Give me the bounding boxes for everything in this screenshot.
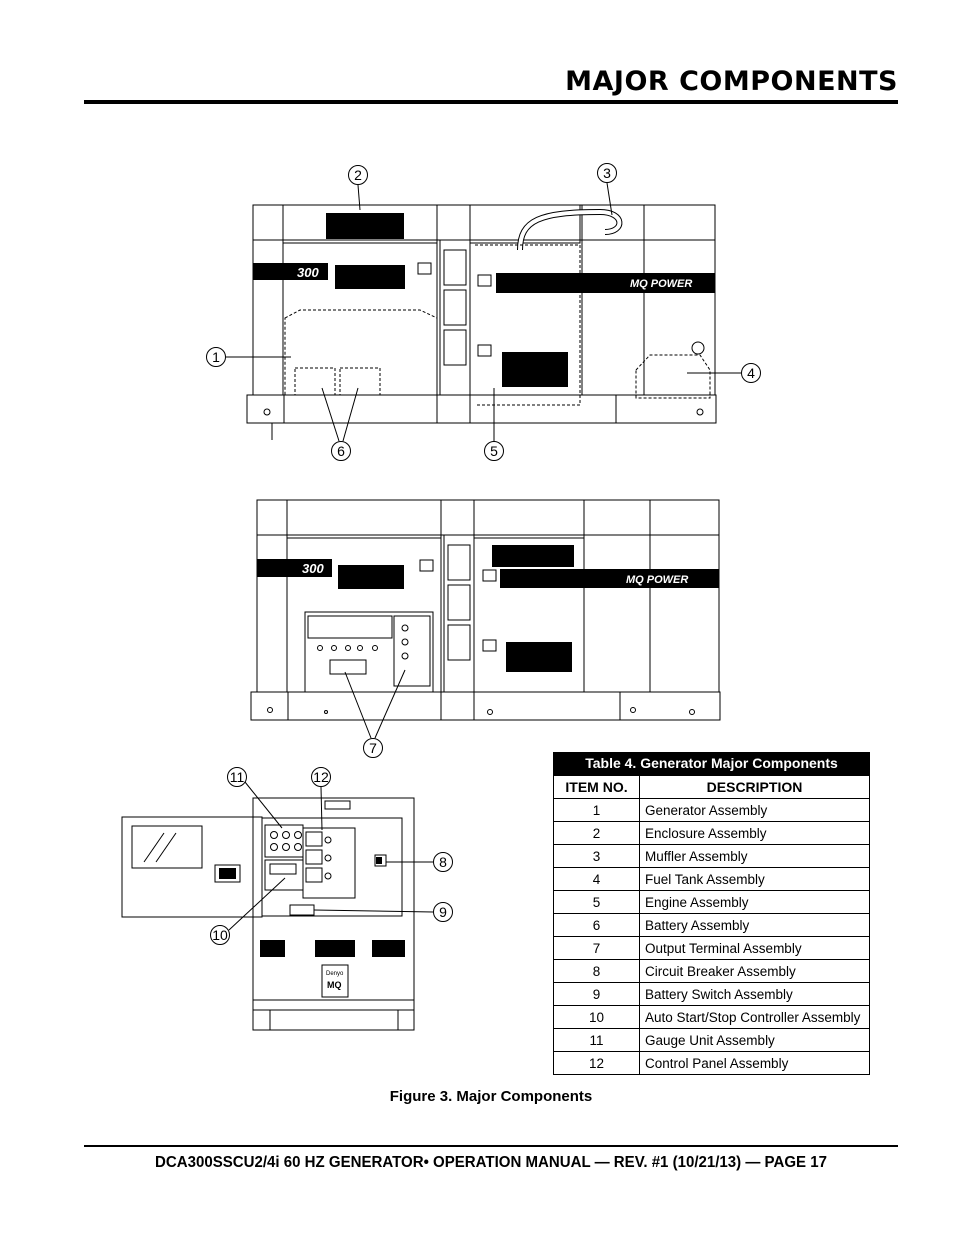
item-no: 10	[553, 1005, 640, 1029]
item-no: 7	[553, 936, 640, 960]
table-title: Table 4. Generator Major Components	[553, 752, 870, 775]
header-rule	[84, 100, 898, 104]
side-view-middle: 300 MQ POWER	[250, 499, 721, 721]
svg-text:4: 4	[747, 365, 755, 381]
components-table: Table 4. Generator Major Components ITEM…	[553, 752, 870, 1075]
column-header-item-no: ITEM NO.	[553, 775, 640, 799]
item-no: 3	[553, 844, 640, 868]
svg-text:7: 7	[369, 740, 377, 756]
callout-1	[206, 347, 226, 367]
svg-text:10: 10	[212, 927, 228, 943]
item-description: Muffler Assembly	[639, 844, 870, 868]
svg-text:6: 6	[337, 443, 345, 459]
item-description: Circuit Breaker Assembly	[639, 959, 870, 983]
end-view: Denyo MQ	[121, 797, 415, 1031]
callouts: 2 3 1 4 6 5 7 11 12 8 9 10	[206, 163, 761, 945]
callout-9	[433, 902, 453, 922]
model-badge: 300	[297, 265, 319, 280]
item-no: 1	[553, 798, 640, 822]
callout-8	[433, 852, 453, 872]
page-footer: DCA300SSCU2/4i 60 HZ GENERATOR• OPERATIO…	[155, 1154, 827, 1171]
item-no: 2	[553, 821, 640, 845]
svg-text:11: 11	[230, 769, 245, 785]
callout-7	[363, 738, 383, 758]
item-no: 12	[553, 1051, 640, 1075]
item-no: 6	[553, 913, 640, 937]
svg-text:3: 3	[603, 165, 611, 181]
item-description: Engine Assembly	[639, 890, 870, 914]
callout-6	[331, 441, 351, 461]
footer-rule	[84, 1145, 898, 1147]
callout-5	[484, 441, 504, 461]
figure-caption: Figure 3. Major Components	[389, 1088, 593, 1105]
svg-text:300: 300	[302, 561, 324, 576]
svg-text:Denyo: Denyo	[326, 971, 344, 977]
item-no: 11	[553, 1028, 640, 1052]
item-description: Fuel Tank Assembly	[639, 867, 870, 891]
svg-text:8: 8	[439, 854, 447, 870]
column-header-description: DESCRIPTION	[639, 775, 870, 799]
callout-2	[348, 165, 368, 185]
svg-text:MQ: MQ	[327, 980, 342, 990]
page-title: MAJOR COMPONENTS	[565, 66, 898, 97]
svg-text:MQ POWER: MQ POWER	[626, 574, 688, 586]
side-view-top: 300 MQ POWER	[246, 204, 717, 440]
svg-text:2: 2	[354, 167, 362, 183]
item-no: 5	[553, 890, 640, 914]
callout-12	[311, 767, 331, 787]
table-header-row: ITEM NO. DESCRIPTION	[553, 775, 870, 799]
callout-3	[597, 163, 617, 183]
callout-4	[741, 363, 761, 383]
callout-10	[210, 925, 230, 945]
brand-badge: MQ POWER	[630, 278, 692, 290]
callout-11	[227, 767, 247, 787]
svg-text:9: 9	[439, 904, 447, 920]
item-description: Gauge Unit Assembly	[639, 1028, 870, 1052]
svg-text:12: 12	[313, 769, 329, 785]
svg-text:5: 5	[490, 443, 498, 459]
item-description: Battery Assembly	[639, 913, 870, 937]
item-description: Enclosure Assembly	[639, 821, 870, 845]
item-description: Battery Switch Assembly	[639, 982, 870, 1006]
item-no: 9	[553, 982, 640, 1006]
item-no: 4	[553, 867, 640, 891]
item-description: Control Panel Assembly	[639, 1051, 870, 1075]
item-no: 8	[553, 959, 640, 983]
item-description: Output Terminal Assembly	[639, 936, 870, 960]
item-description: Auto Start/Stop Controller Assembly	[639, 1005, 870, 1029]
item-description: Generator Assembly	[639, 798, 870, 822]
svg-text:1: 1	[212, 349, 220, 365]
